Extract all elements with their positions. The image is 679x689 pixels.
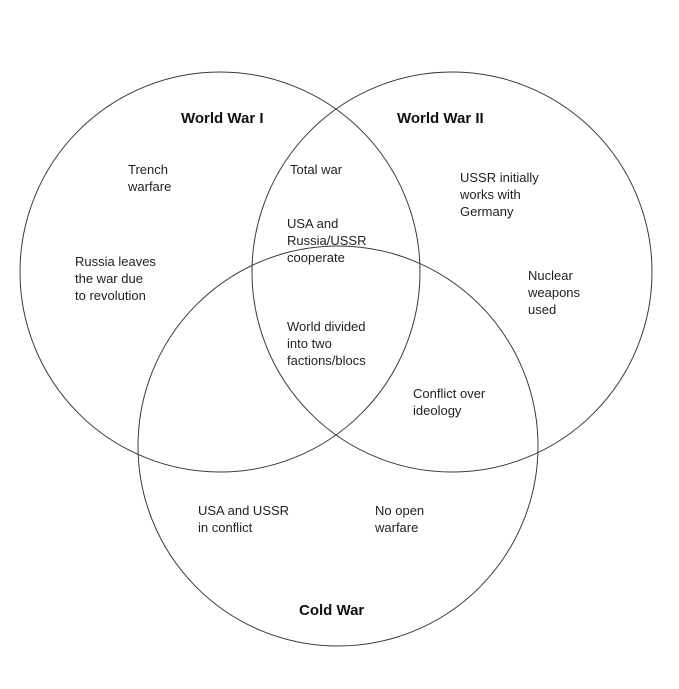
label-russia-leaves: Russia leaves the war due to revolution [75, 254, 156, 303]
title-cold-war: Cold War [299, 602, 365, 619]
title-world-war-1: World War I [181, 110, 264, 127]
label-trench-warfare: Trench warfare [128, 162, 172, 194]
label-total-war: Total war [290, 162, 343, 177]
label-conflict-ideology: Conflict over ideology [413, 386, 486, 418]
label-world-divided: World divided into two factions/blocs [287, 319, 366, 368]
label-usa-ussr-conflict: USA and USSR in conflict [198, 503, 290, 535]
label-no-open-warfare: No open warfare [375, 503, 425, 535]
label-ussr-germany: USSR initially works with Germany [460, 170, 539, 219]
circle-cold-war [137, 245, 539, 647]
label-nuclear-weapons: Nuclear weapons used [528, 268, 581, 317]
circle-world-war-1 [19, 71, 421, 473]
label-usa-russia-cooperate: USA and Russia/USSR cooperate [287, 216, 367, 265]
title-world-war-2: World War II [397, 110, 484, 127]
circle-world-war-2 [251, 71, 653, 473]
